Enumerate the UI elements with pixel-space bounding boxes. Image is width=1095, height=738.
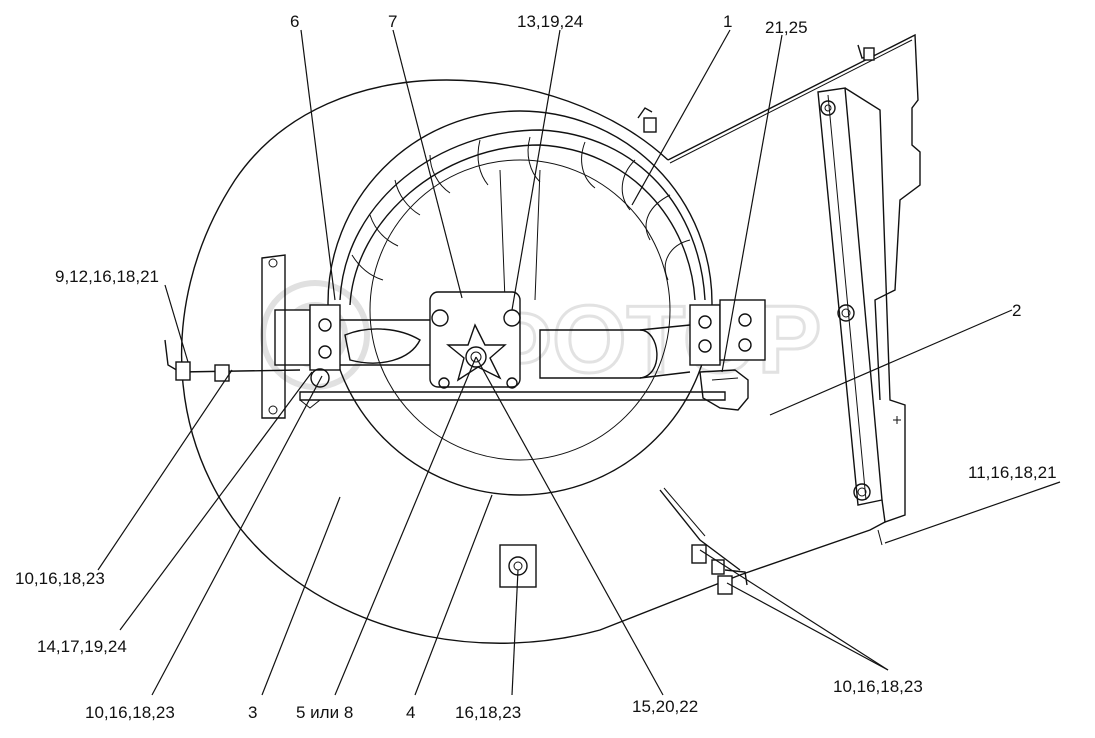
label-10-16-18-23-left: 10,16,18,23: [15, 569, 105, 588]
bottom-fasteners: [499, 529, 883, 595]
label-7: 7: [388, 12, 397, 31]
label-10-16-18-23-right: 10,16,18,23: [833, 677, 923, 696]
label-4: 4: [406, 703, 415, 722]
label-14-17-19-24: 14,17,19,24: [37, 637, 127, 656]
label-11-16-18-21: 11,16,18,21: [968, 463, 1057, 482]
callouts: 6 7 13,19,24 1 21,25 9,12,16,18,21 2 11,…: [15, 12, 1057, 722]
label-5-ili-8: 5 или 8: [296, 703, 353, 722]
label-2: 2: [1012, 301, 1021, 320]
motor-mount: [274, 291, 766, 409]
label-16-18-23: 16,18,23: [455, 703, 521, 722]
label-9-12-16-18-21: 9,12,16,18,21: [55, 267, 159, 286]
label-21-25: 21,25: [765, 18, 808, 37]
label-13-19-24: 13,19,24: [517, 12, 583, 31]
label-6: 6: [290, 12, 299, 31]
left-fastener: [164, 339, 330, 388]
label-10-16-18-23-bottom: 10,16,18,23: [85, 703, 175, 722]
label-15-20-22: 15,20,22: [632, 697, 698, 716]
inlet-flange: [261, 254, 286, 419]
motor-clamp: [699, 369, 749, 411]
label-3: 3: [248, 703, 257, 722]
top-fasteners: [637, 44, 876, 133]
label-1: 1: [723, 12, 732, 31]
side-bracket: [817, 87, 906, 523]
leader-lines: [97, 29, 1061, 696]
lower-casing: [659, 487, 741, 571]
